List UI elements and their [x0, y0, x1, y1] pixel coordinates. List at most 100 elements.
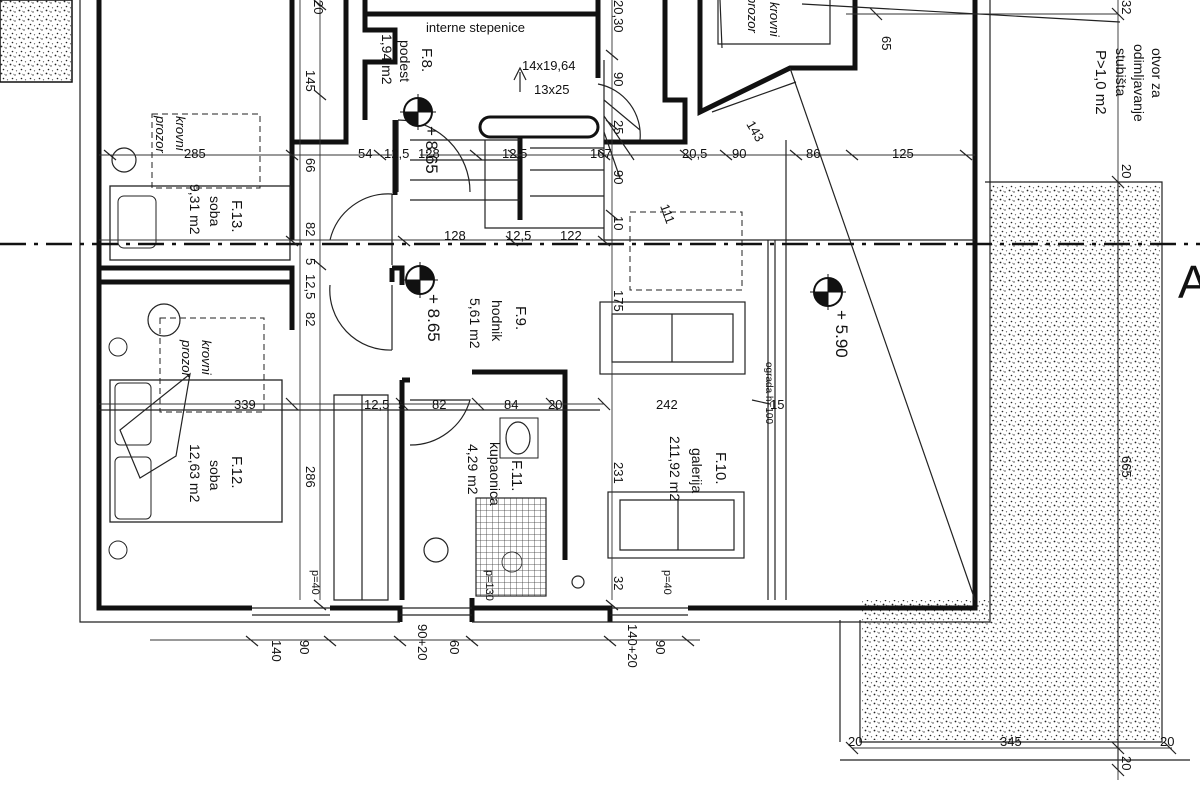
dim-text-145: 145 [303, 70, 318, 92]
stairs-label: interne stepenice [426, 20, 525, 35]
bed-pillow-f13 [117, 195, 157, 249]
bed-pillow-f12-b [114, 456, 152, 520]
leader-line-railing [751, 399, 771, 405]
skylight-label-f13: krovni prozor [153, 115, 188, 154]
room-area-f11: 4,29 m2 [465, 444, 481, 495]
svg-text:90: 90 [611, 72, 626, 86]
room-area-f13: 9,31 m2 [187, 184, 203, 235]
svg-text:25: 25 [611, 120, 626, 134]
svg-text:32: 32 [611, 576, 626, 590]
svg-text:20,30: 20,30 [611, 0, 626, 33]
bed-f13 [109, 185, 291, 261]
sink-counter [499, 417, 539, 459]
dim-lines [99, 0, 1172, 780]
level-text-gallery: + 5.90 [832, 310, 851, 358]
dim-text-128a: 128 [418, 146, 440, 161]
svg-text:90: 90 [653, 640, 668, 654]
svg-text:82: 82 [303, 312, 318, 326]
level-marker-hall [402, 262, 438, 298]
leader-line-opening [801, 3, 1121, 23]
dim-text-82c: 82 [432, 397, 446, 412]
door-swing-f13 [329, 193, 393, 265]
room-id-f12: F.12. [228, 456, 245, 489]
room-id-f8: F.8. [418, 48, 435, 72]
stair-treads [410, 60, 605, 240]
room-id-f9: F.9. [512, 306, 529, 330]
room-label-f10: F.10. galerija 211,92 m2 [667, 436, 729, 501]
dim-text-25: 25 [611, 120, 626, 134]
wall-stair-top [365, 0, 688, 145]
room-name-f13: soba [207, 196, 223, 227]
dim-text-20b: 20 [311, 0, 326, 14]
sofa-1 [599, 301, 746, 375]
room-name-f11: kupaonica [487, 442, 503, 506]
opening-note-line4: P>1,0 m2 [1092, 50, 1109, 115]
dim-text-122: 122 [560, 228, 582, 243]
dim-text-286: 286 [303, 466, 318, 488]
skylight-f13 [151, 113, 261, 189]
gravel-terrace-topleft [0, 0, 73, 83]
svg-text:65: 65 [879, 36, 894, 50]
svg-text:140: 140 [269, 640, 284, 662]
dim-text-125: 125 [892, 146, 914, 161]
opening-note-line3: stubišta [1113, 48, 1129, 96]
skylight-label-f12: krovni prozor [179, 339, 214, 378]
outer-wall-bottom-3 [688, 0, 978, 611]
outer-wall-bottom-2 [469, 598, 613, 622]
dim-text-5: 5 [398, 397, 405, 412]
dim-text-90e: 90 [653, 640, 668, 654]
svg-text:ograda h=100: ograda h=100 [763, 362, 774, 424]
door-swing-f12 [329, 284, 393, 351]
svg-text:66: 66 [303, 158, 318, 172]
shower-drain [501, 551, 523, 573]
dim-text-20a: 20 [548, 397, 562, 412]
section-axis-label: A [1178, 256, 1200, 308]
dim-text-111: 111 [657, 202, 678, 226]
sink [505, 421, 531, 455]
lamp-f12-c [108, 540, 128, 560]
wall-dividers [99, 239, 975, 411]
stair-arrow [513, 66, 527, 92]
svg-text:p=40: p=40 [309, 570, 321, 595]
room-label-f11: F.11. kupaonica 4,29 m2 [465, 442, 525, 506]
p40-right: p=40 [661, 570, 673, 595]
lamp-f12-b [108, 337, 128, 357]
dim-text-15: 15 [770, 397, 784, 412]
room-name-f8: podest [397, 40, 413, 82]
room-id-f11: F.11. [508, 460, 525, 491]
dim-text-242: 242 [656, 397, 678, 412]
outer-wall-bottom-outer [330, 0, 991, 623]
skylight-f12-line1: krovni [199, 340, 214, 376]
outer-wall-left [96, 0, 252, 611]
wall-bath-top [472, 369, 568, 560]
p40-left: p=40 [309, 570, 321, 595]
svg-text:+ 8.65: + 8.65 [424, 294, 443, 342]
level-marker-gallery [810, 274, 846, 310]
dim-text-339: 339 [234, 397, 256, 412]
opening-note: otvor za odimljavanje stubišta P>1,0 m2 [1092, 44, 1165, 122]
gallery-railing [767, 240, 776, 600]
terrace-outline [859, 181, 1163, 743]
skylight-f12-fold [119, 372, 191, 479]
dim-text-66: 66 [303, 158, 318, 172]
svg-text:140+20: 140+20 [625, 624, 640, 668]
dim-text-5-1: 5 [303, 258, 318, 265]
dim-text-12-5d: 12,5 [364, 397, 389, 412]
window-bottom-1 [252, 607, 330, 623]
stair-spec-2: 13x25 [534, 82, 569, 97]
room-area-f8: 1,94 m2 [379, 34, 395, 85]
svg-text:82: 82 [303, 222, 318, 236]
svg-text:p=40: p=40 [661, 570, 673, 595]
dim-text-82a: 82 [303, 222, 318, 236]
sofa-2-cushions [619, 499, 735, 551]
void-diagonal-1 [789, 67, 976, 601]
lamp-f13 [111, 147, 137, 173]
sofa-1-cushions [611, 313, 734, 363]
dim-text-12-5c: 12,5 [506, 228, 531, 243]
dim-text-90-20: 90+20 [415, 624, 430, 661]
sofa-2 [607, 491, 745, 559]
level-marker-upper [400, 94, 436, 130]
dim-text-90c: 90 [611, 170, 626, 184]
svg-text:10: 10 [611, 216, 626, 230]
